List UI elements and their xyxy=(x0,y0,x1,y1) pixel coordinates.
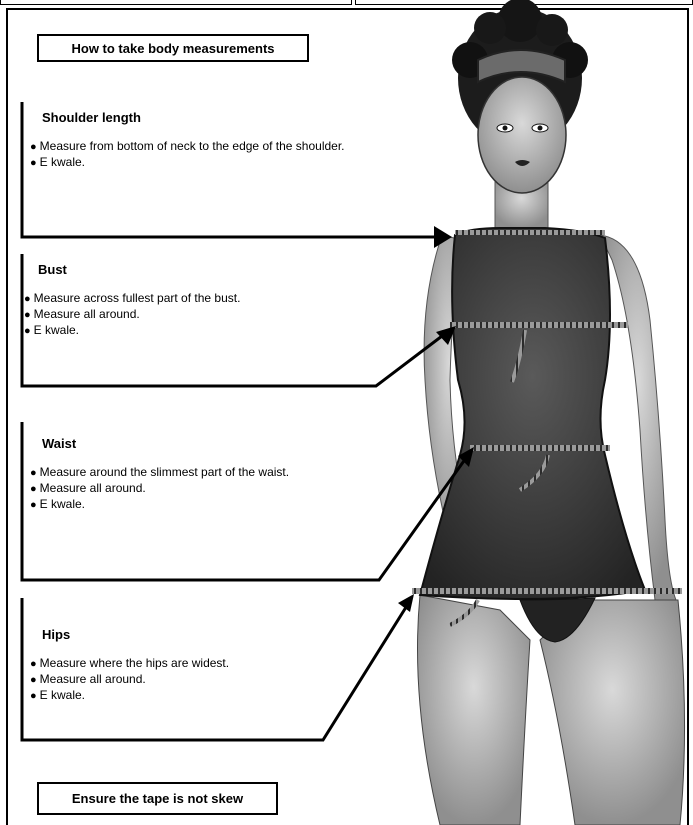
section-heading: Bust xyxy=(38,262,240,277)
list-item-text: Measure where the hips are widest. xyxy=(40,656,229,671)
bullet-icon: ● xyxy=(24,308,31,323)
section-heading: Hips xyxy=(42,627,229,642)
bullet-icon: ● xyxy=(30,140,37,155)
bullet-icon: ● xyxy=(30,482,37,497)
bullet-list: ●Measure where the hips are widest. ●Mea… xyxy=(30,656,229,704)
bullet-icon: ● xyxy=(30,689,37,704)
page-title: How to take body measurements xyxy=(37,34,309,62)
bullet-icon: ● xyxy=(24,292,31,307)
section-bust: Bust ●Measure across fullest part of the… xyxy=(38,262,240,339)
list-item-text: E kwale. xyxy=(40,155,85,170)
shoulder-tape xyxy=(455,230,605,235)
list-item: ●E kwale. xyxy=(30,688,229,704)
list-item-text: E kwale. xyxy=(34,323,79,338)
bullet-icon: ● xyxy=(24,324,31,339)
list-item-text: Measure across fullest part of the bust. xyxy=(34,291,241,306)
bust-tape xyxy=(450,322,628,328)
list-item: ●Measure across fullest part of the bust… xyxy=(24,291,240,307)
list-item: ●Measure all around. xyxy=(30,481,289,497)
section-heading: Waist xyxy=(42,436,289,451)
list-item-text: Measure from bottom of neck to the edge … xyxy=(40,139,345,154)
list-item: ●Measure from bottom of neck to the edge… xyxy=(30,139,345,155)
left-leg xyxy=(418,595,531,825)
bullet-icon: ● xyxy=(30,156,37,171)
bullet-icon: ● xyxy=(30,673,37,688)
hips-tape xyxy=(412,588,682,594)
list-item-text: Measure all around. xyxy=(40,481,146,496)
list-item: ●Measure where the hips are widest. xyxy=(30,656,229,672)
list-item: ●Measure all around. xyxy=(24,307,240,323)
bullet-list: ●Measure across fullest part of the bust… xyxy=(24,291,240,339)
face xyxy=(478,77,566,193)
list-item: ●E kwale. xyxy=(30,155,345,171)
bullet-list: ●Measure from bottom of neck to the edge… xyxy=(30,139,345,171)
section-hips: Hips ●Measure where the hips are widest.… xyxy=(42,627,229,704)
section-shoulder-length: Shoulder length ●Measure from bottom of … xyxy=(42,110,345,171)
footer-note: Ensure the tape is not skew xyxy=(37,782,278,815)
dress xyxy=(420,228,645,599)
bullet-icon: ● xyxy=(30,657,37,672)
list-item: ●Measure all around. xyxy=(30,672,229,688)
bullet-icon: ● xyxy=(30,466,37,481)
list-item-text: E kwale. xyxy=(40,497,85,512)
bullet-list: ●Measure around the slimmest part of the… xyxy=(30,465,289,513)
list-item-text: Measure all around. xyxy=(34,307,140,322)
waist-tape xyxy=(470,445,610,451)
list-item-text: Measure around the slimmest part of the … xyxy=(40,465,289,480)
bullet-icon: ● xyxy=(30,498,37,513)
list-item: ●Measure around the slimmest part of the… xyxy=(30,465,289,481)
list-item-text: Measure all around. xyxy=(40,672,146,687)
section-heading: Shoulder length xyxy=(42,110,345,125)
section-waist: Waist ●Measure around the slimmest part … xyxy=(42,436,289,513)
list-item: ●E kwale. xyxy=(24,323,240,339)
list-item-text: E kwale. xyxy=(40,688,85,703)
list-item: ●E kwale. xyxy=(30,497,289,513)
